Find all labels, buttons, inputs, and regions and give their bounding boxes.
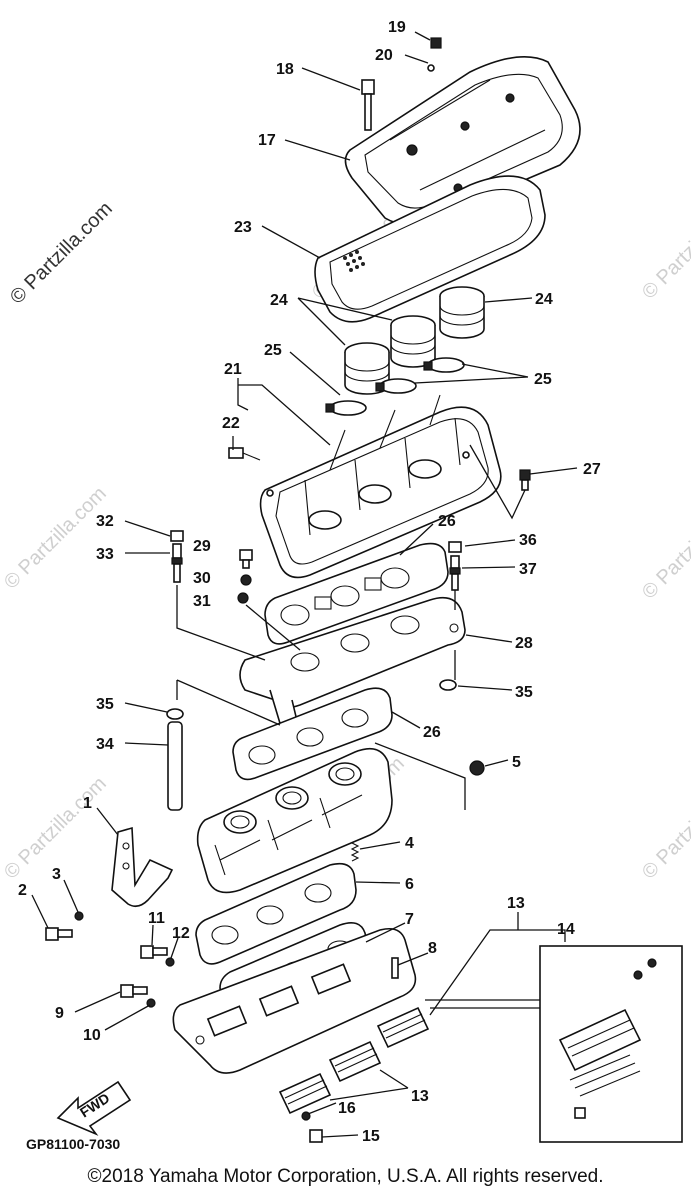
- rubber-joint-part-24: [439, 286, 485, 339]
- callout-4: 4: [405, 835, 414, 852]
- callout-5: 5: [512, 754, 521, 771]
- nut-part-32: [170, 530, 184, 542]
- silencer-gasket-part-23: [314, 175, 546, 323]
- callout-29: 29: [193, 538, 211, 555]
- callout-6: 6: [405, 876, 414, 893]
- nut-part-36: [448, 541, 462, 553]
- watermark-main: © Partzilla.com: [6, 198, 117, 309]
- callout-27: 27: [583, 461, 601, 478]
- clamp-part-25: [325, 400, 367, 416]
- callout-10: 10: [83, 1027, 101, 1044]
- washer-part-12: [165, 957, 175, 967]
- callout-16: 16: [338, 1100, 356, 1117]
- callout-2: 2: [18, 882, 27, 899]
- callout-14: 14: [557, 921, 575, 938]
- callout-24-right: 24: [535, 291, 553, 308]
- callout-1: 1: [83, 795, 92, 812]
- callout-19: 19: [388, 19, 406, 36]
- carburetor-assembly: [196, 747, 393, 894]
- callout-3: 3: [52, 866, 61, 883]
- callout-24-left: 24: [270, 292, 288, 309]
- pipe-part-34: [167, 721, 183, 811]
- watermark-faint: © Partzilla.com: [638, 773, 691, 884]
- callout-37: 37: [519, 561, 537, 578]
- rubber-joint-part-24: [344, 342, 390, 395]
- watermark-faint: © Partzilla.com: [638, 493, 691, 604]
- callout-17: 17: [258, 132, 276, 149]
- reed-valve-part-13: [278, 1072, 332, 1115]
- reed-valve-part-13: [328, 1040, 382, 1083]
- gasket-part-26-lower: [232, 687, 393, 781]
- bolt-part-27: [519, 469, 531, 491]
- forward-direction-arrow: FWD: [56, 1080, 132, 1136]
- intake-manifold: [172, 927, 417, 1074]
- stud-part-37: [449, 555, 461, 591]
- clamp-part-25: [375, 378, 417, 394]
- callout-15: 15: [362, 1128, 380, 1145]
- reed-valve-detail-box-part-14: [539, 945, 683, 1143]
- bolt-part-29: [239, 549, 253, 569]
- callout-numbers: 19 20 18 17 23 24 24 25 25 21 22 27 26 3…: [18, 19, 601, 1145]
- washer-part-20: [427, 64, 435, 72]
- copyright-notice: ©2018 Yamaha Motor Corporation, U.S.A. A…: [87, 1166, 604, 1187]
- watermark-faint: © Partzilla.com: [638, 193, 691, 304]
- bolt-part-18: [361, 79, 375, 131]
- callout-25-right: 25: [534, 371, 552, 388]
- callout-25-left: 25: [264, 342, 282, 359]
- callout-21: 21: [224, 361, 242, 378]
- diagram-code: GP81100-7030: [26, 1136, 120, 1152]
- callout-23: 23: [234, 219, 252, 236]
- callout-22: 22: [222, 415, 240, 432]
- callout-28: 28: [515, 635, 533, 652]
- silencer-case-part-21: [259, 394, 502, 579]
- washer-part-30: [240, 574, 252, 586]
- callout-7: 7: [405, 911, 414, 928]
- callout-34: 34: [96, 736, 114, 753]
- stud-part-33: [171, 543, 183, 583]
- spring-part-4: [350, 842, 360, 862]
- callout-30: 30: [193, 570, 211, 587]
- callout-35-right: 35: [515, 684, 533, 701]
- callout-13-bottom: 13: [411, 1088, 429, 1105]
- callout-35-left: 35: [96, 696, 114, 713]
- callout-20: 20: [375, 47, 393, 64]
- washer-part-3: [74, 911, 84, 921]
- clip-part-35: [439, 679, 457, 691]
- washer-part-31: [237, 592, 249, 604]
- nut-part-5: [469, 760, 485, 776]
- bolt-part-15: [309, 1129, 323, 1143]
- callout-8: 8: [428, 940, 437, 957]
- callout-31: 31: [193, 593, 211, 610]
- callout-26-lower: 26: [423, 724, 441, 741]
- rubber-joint-part-24: [390, 315, 436, 368]
- watermark-faint: © Partzilla.com: [0, 483, 111, 594]
- reed-valve-part-13: [376, 1006, 430, 1049]
- bracket-part-1: [111, 826, 174, 908]
- bolt-part-9: [120, 984, 148, 998]
- clip-part-35: [166, 708, 184, 720]
- callout-32: 32: [96, 513, 114, 530]
- bolt-part-19: [430, 37, 442, 49]
- callout-18: 18: [276, 61, 294, 78]
- callout-13-top: 13: [507, 895, 525, 912]
- gasket-part-26-upper: [264, 542, 449, 645]
- gasket-part-6: [195, 862, 357, 965]
- callout-33: 33: [96, 546, 114, 563]
- fitting-part-22: [228, 447, 261, 461]
- callout-11: 11: [148, 910, 165, 927]
- callout-9: 9: [55, 1005, 64, 1022]
- bolt-part-2: [45, 927, 73, 941]
- stud-part-8: [391, 957, 399, 979]
- bolt-part-11: [140, 945, 168, 959]
- callout-26-upper: 26: [438, 513, 456, 530]
- silencer-cover-part-17: [344, 56, 581, 226]
- callout-12: 12: [172, 925, 190, 942]
- leader-lines: [31, 31, 578, 1138]
- callout-36: 36: [519, 532, 537, 549]
